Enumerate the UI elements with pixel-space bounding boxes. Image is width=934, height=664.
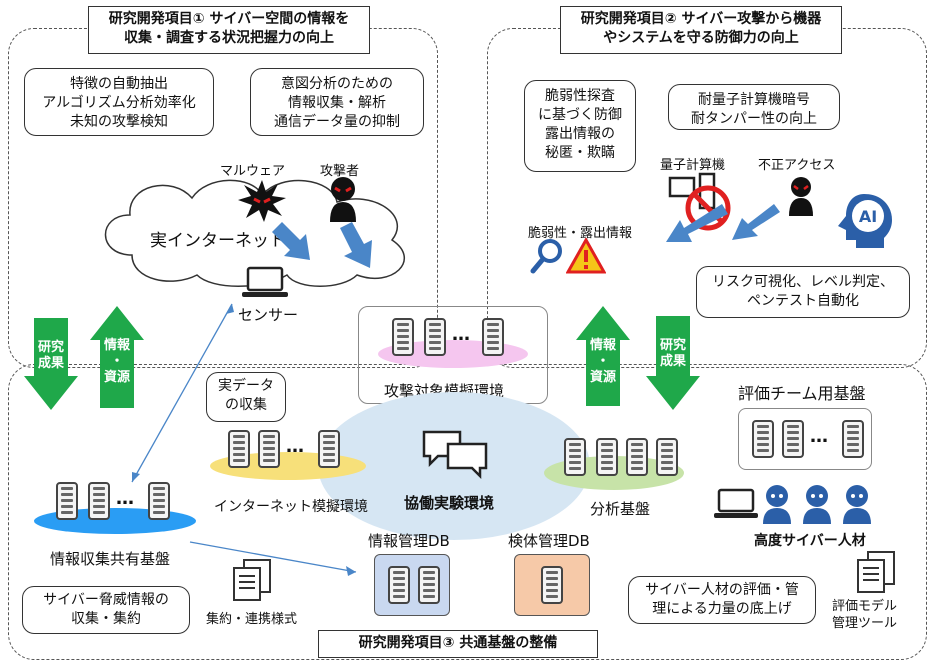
document-icon — [233, 559, 271, 601]
server-icon — [318, 430, 340, 468]
document-icon — [857, 551, 895, 593]
left-up-arrow-text: 情報 ・ 資源 — [103, 338, 130, 385]
eval-team-platform-box — [738, 408, 872, 470]
ai-text: AI — [859, 207, 877, 226]
ellipsis-dots: … — [286, 436, 305, 457]
server-icon — [148, 482, 170, 520]
cyber-talent-person-icon — [763, 485, 791, 524]
sensor-label: センサー — [238, 306, 299, 324]
info-sharing-platform-label: 情報収集共有基盤 — [50, 550, 171, 568]
ellipsis-dots: … — [452, 324, 471, 345]
malware-icon — [238, 180, 286, 222]
left-down-arrow-text: 研究 成果 — [37, 340, 64, 371]
right-up-arrow-text: 情報 ・ 資源 — [589, 338, 616, 385]
title-research-item-3: 研究開発項目③ 共通基盤の整備 — [318, 630, 598, 658]
callout-threat-info: サイバー脅威情報の 収集・集約 — [22, 586, 190, 634]
server-icon — [258, 430, 280, 468]
warning-icon — [566, 238, 606, 274]
data-collection-connector — [131, 303, 357, 576]
unauthorized-access-label: 不正アクセス — [758, 158, 836, 173]
advanced-talent-label: 高度サイバー人材 — [754, 533, 866, 549]
server-icon — [782, 420, 804, 458]
title-research-item-1: 研究開発項目① サイバー空間の情報を 収集・調査する状況把握力の向上 — [88, 6, 370, 54]
callout-quantum-resistance: 耐量子計算機暗号 耐タンパー性の向上 — [668, 84, 840, 130]
right-up-green-arrow — [576, 306, 630, 406]
internet-sim-env-label: インターネット模擬環境 — [214, 499, 368, 515]
callout-intent-analysis: 意図分析のための 情報収集・解析 通信データ量の抑制 — [250, 68, 424, 136]
ellipsis-dots: … — [116, 488, 135, 509]
attacker-label: 攻撃者 — [320, 164, 360, 179]
left-down-green-arrow — [24, 318, 78, 410]
callout-vulnerability-defense: 脆弱性探査 に基づく防御 露出情報の 秘匿・欺瞞 — [524, 80, 636, 172]
vulnerability-exposure-label: 脆弱性・露出情報 — [528, 226, 633, 241]
unauthorized-attacker-icon — [789, 177, 813, 216]
server-icon — [596, 438, 618, 476]
server-icon — [388, 566, 410, 604]
server-icon — [228, 430, 250, 468]
server-icon — [842, 420, 864, 458]
collab-env-label: 協働実験環境 — [404, 494, 495, 512]
title-research-item-2: 研究開発項目② サイバー攻撃から機器 やシステムを守る防御力の向上 — [560, 6, 842, 54]
left-up-green-arrow — [90, 306, 144, 408]
callout-feature-extraction: 特徴の自動抽出 アルゴリズム分析効率化 未知の攻撃検知 — [24, 68, 214, 136]
ai-head-icon: AI — [838, 194, 892, 248]
defense-flow-arrows — [666, 204, 780, 242]
server-icon — [626, 438, 648, 476]
server-icon — [56, 482, 78, 520]
analysis-platform-label: 分析基盤 — [590, 500, 651, 518]
chat-bubbles-icon — [422, 430, 488, 480]
ellipsis-dots: … — [810, 426, 829, 447]
internet-cloud-icon — [104, 179, 406, 287]
info-mgmt-db-label: 情報管理DB — [368, 532, 450, 550]
real-internet-label: 実インターネット — [150, 231, 286, 251]
server-icon — [88, 482, 110, 520]
callout-real-data: 実データ の収集 — [206, 372, 286, 422]
specimen-mgmt-db-label: 検体管理DB — [508, 532, 590, 550]
server-icon — [752, 420, 774, 458]
server-icon — [564, 438, 586, 476]
attack-flow-arrows — [272, 222, 372, 268]
eval-team-platform-label: 評価チーム用基盤 — [738, 384, 866, 403]
right-down-green-arrow — [646, 316, 700, 410]
malware-label: マルウェア — [220, 164, 286, 179]
laptop-icon — [714, 488, 758, 518]
quantum-computer-label: 量子計算機 — [660, 158, 726, 173]
server-icon — [392, 318, 414, 356]
cyber-talent-person-icon — [843, 485, 871, 524]
server-icon — [541, 566, 563, 604]
server-icon — [424, 318, 446, 356]
aggregation-format-label: 集約・連携様式 — [206, 612, 298, 627]
eval-model-tool-label: 評価モデル 管理ツール — [832, 599, 898, 631]
server-icon — [418, 566, 440, 604]
server-icon — [656, 438, 678, 476]
server-icon — [482, 318, 504, 356]
callout-risk-visualization: リスク可視化、レベル判定、 ペンテスト自動化 — [696, 266, 910, 318]
cyber-talent-person-icon — [803, 485, 831, 524]
magnifier-icon — [530, 239, 562, 274]
attacker-icon — [330, 177, 356, 222]
sensor-laptop-icon — [242, 266, 288, 297]
callout-talent-eval: サイバー人材の評価・管 理による力量の底上げ — [628, 576, 816, 624]
right-down-arrow-text: 研究 成果 — [659, 338, 686, 369]
